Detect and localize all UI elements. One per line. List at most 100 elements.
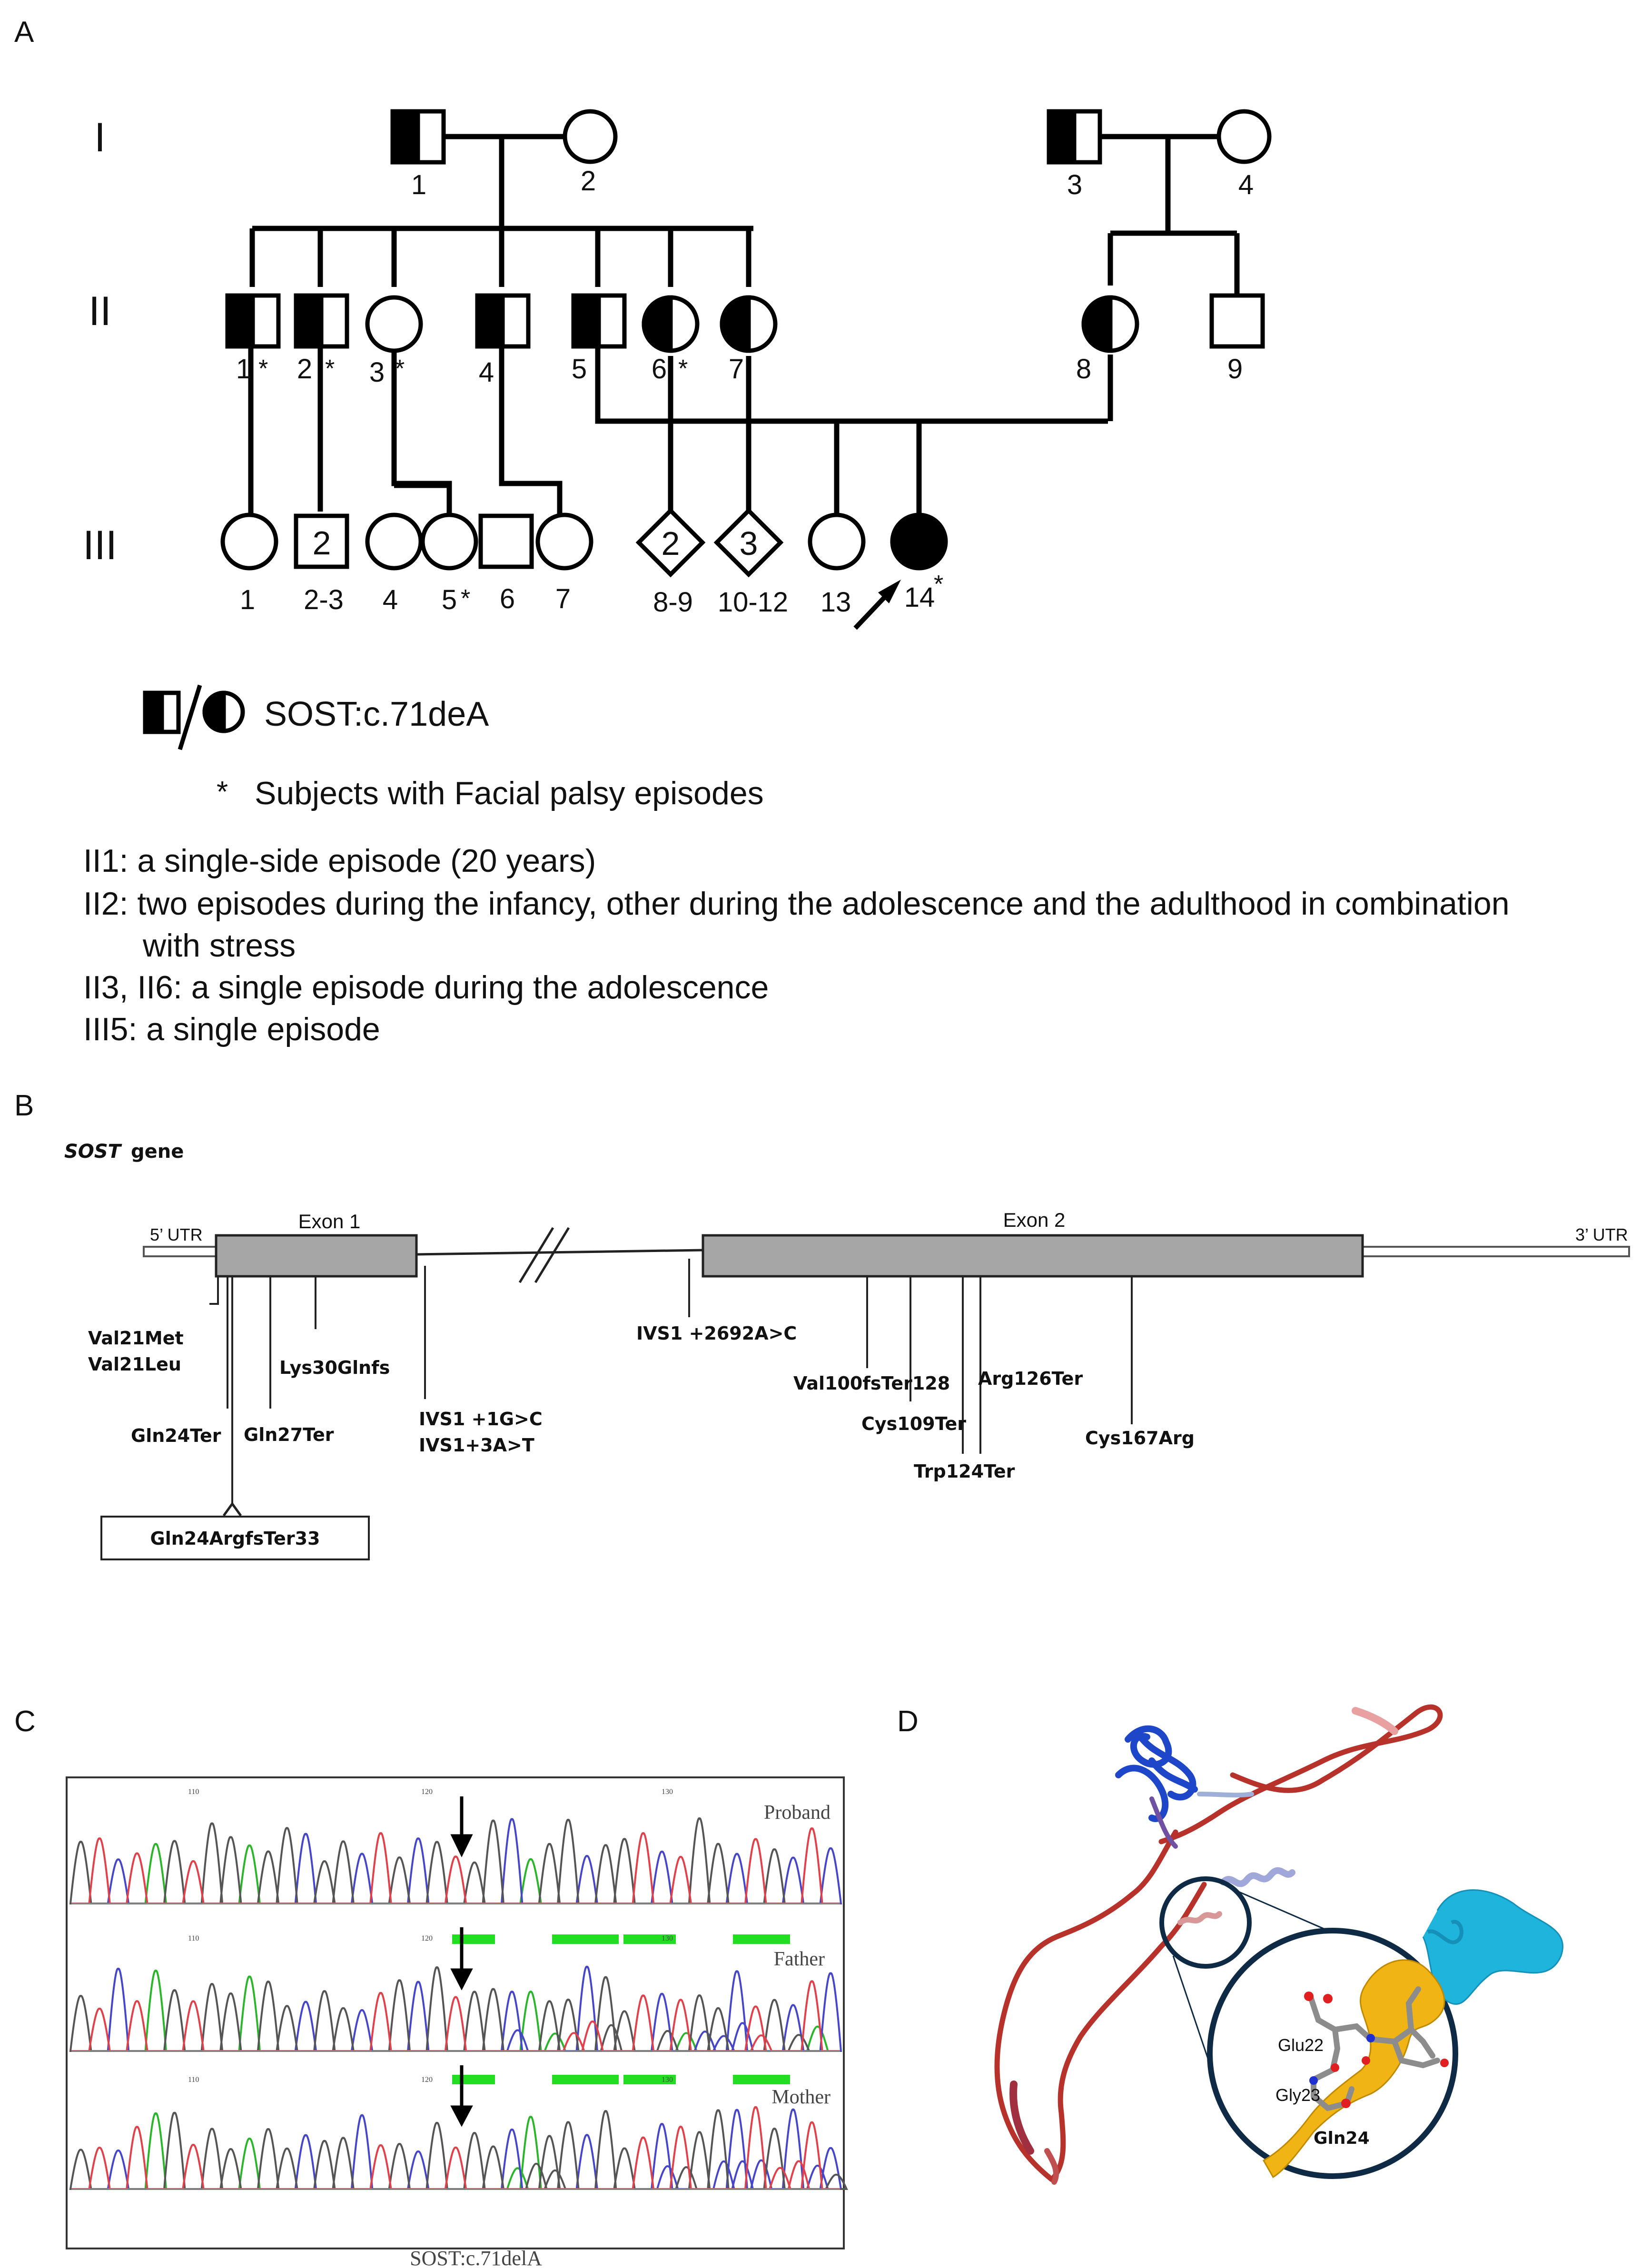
coil-upper-right [1158, 1704, 1443, 1844]
generation-label-3: III [83, 523, 117, 568]
utr5-bar [143, 1246, 217, 1257]
individual-I-3 [1047, 109, 1102, 165]
label-III-2-3: 2-3 [304, 584, 344, 615]
note-II3-II6: II3, II6: a single episode during the ad… [83, 969, 769, 1006]
coil-long-loop [994, 1829, 1207, 2182]
legend-facial-palsy-label: Subjects with Facial palsy episodes [255, 775, 764, 811]
track-label-mother: Mother [771, 2086, 830, 2108]
label-II-5: 5 [572, 354, 587, 385]
scale-ticks: 110 120 130 110 120 130 110 120 130 [188, 1788, 673, 2084]
label-III-7: 7 [555, 583, 571, 614]
tick-120-father: 120 [421, 1934, 433, 1943]
exon1-box [215, 1234, 418, 1278]
linker-light [1197, 1792, 1254, 1798]
count-in-III-10-12: 3 [740, 525, 758, 562]
boxed-mutation-arrowhead [222, 1501, 242, 1517]
trace-father-C [71, 1965, 842, 2052]
count-in-III-2-3: 2 [313, 524, 331, 562]
boxed-mutation-frame [100, 1516, 370, 1560]
note-II2-continued: with stress [142, 927, 296, 964]
individual-III-13 [808, 513, 866, 571]
label-II-1: 1 [236, 354, 251, 385]
exon2-box [702, 1234, 1364, 1278]
label-II-2: 2 [297, 354, 312, 385]
mutation-val100fster128: Val100fsTer128 [793, 1373, 950, 1394]
legend-slash [178, 684, 202, 750]
call-highlight-father-1 [552, 1934, 619, 1944]
legend-half-square [143, 690, 181, 734]
trace-mother-A [71, 2112, 840, 2190]
tick-110-mother: 110 [188, 2076, 199, 2084]
label-II-9: 9 [1227, 354, 1243, 385]
label-III-5: 5 [442, 584, 457, 615]
individual-III-7 [535, 513, 593, 571]
strand-upper-right [1352, 1707, 1398, 1735]
mutation-ivs1-2692ac: IVS1 +2692A>C [636, 1323, 797, 1344]
label-III-14: 14 [904, 582, 935, 613]
selection-circle [1159, 1876, 1252, 1969]
individual-III-8-9 [635, 507, 706, 578]
trace-proband-C [71, 1818, 842, 1904]
gene-map: 5’ UTR 3’ UTR Exon 1 Exon 2 [143, 1209, 1630, 1283]
generation-labels: I II III [83, 115, 117, 568]
helix-cyan [1422, 1889, 1563, 2005]
chromatogram-caption: SOST:c.71delA [410, 2247, 542, 2268]
individual-III-14-proband [890, 513, 948, 571]
label-II-6: 6 [652, 354, 667, 385]
pedigree-lines [248, 134, 1240, 515]
individual-II-5 [571, 293, 627, 349]
pedigree-legend: SOST:c.71deA * Subjects with Facial pals… [143, 684, 764, 811]
panel-label-a: A [14, 16, 34, 49]
call-highlight-father-2 [623, 1934, 676, 1944]
tick-110-father: 110 [188, 1934, 199, 1943]
label-I-3: 3 [1067, 169, 1082, 200]
mutation-trp124ter: Trp124Ter [914, 1461, 1015, 1482]
residue-gln24: Gln24 [1314, 2129, 1370, 2148]
label-I-4: 4 [1238, 169, 1254, 200]
individual-II-2 [294, 293, 349, 349]
note-II2: II2: two episodes during the infancy, ot… [83, 886, 1510, 922]
chromatogram-tracks [69, 1817, 848, 2190]
tick-110-proband: 110 [188, 1788, 199, 1796]
label-III-8-9: 8-9 [653, 587, 693, 618]
asterisk-II-1: * [258, 355, 268, 383]
track-label-father: Father [774, 1948, 825, 1970]
strand-tip [1044, 2148, 1059, 2185]
boxed-mutation-label: Gln24ArgfsTer33 [150, 1528, 320, 1549]
facial-palsy-asterisks: * * * * * * [258, 355, 943, 612]
zoom-inset: Glu22 Gly23 Gln24 [1207, 1889, 1563, 2179]
label-II-7: 7 [729, 354, 744, 385]
proband-arrow [853, 580, 901, 630]
panel-label-d: D [897, 1705, 919, 1738]
individual-I-4 [1216, 109, 1272, 164]
individual-II-1 [225, 293, 281, 349]
tick-130-proband: 130 [662, 1788, 673, 1796]
mutation-val21leu: Val21Leu [88, 1354, 181, 1375]
label-II-8: 8 [1076, 354, 1091, 385]
label-II-4: 4 [479, 357, 494, 388]
panel-label-c: C [14, 1705, 36, 1738]
mutation-lys30glnfs: Lys30Glnfs [279, 1357, 390, 1378]
residue-nitrogens [1309, 2034, 1375, 2085]
label-III-13: 13 [820, 587, 851, 618]
call-highlight-father-3 [733, 1934, 790, 1944]
trace-proband-A [71, 1843, 840, 1904]
tick-130-father: 130 [662, 1934, 673, 1943]
generation-label-1: I [94, 115, 106, 160]
label-I-1: 1 [411, 169, 426, 200]
mutation-ivs1-3at: IVS1+3A>T [419, 1435, 534, 1456]
mutation-gln24ter: Gln24Ter [131, 1425, 221, 1446]
trace-mother-G [69, 2109, 848, 2190]
exon2-label: Exon 2 [1003, 1209, 1066, 1231]
note-II1: II1: a single-side episode (20 years) [83, 843, 596, 879]
asterisk-III-14: * [934, 571, 943, 598]
asterisk-II-2: * [325, 355, 335, 383]
strand-yellow [1262, 1959, 1445, 2179]
selected-segment [1177, 1911, 1222, 1925]
pedigree-symbols [220, 109, 1272, 578]
label-III-6: 6 [500, 583, 515, 614]
utr3-label: 3’ UTR [1575, 1225, 1628, 1244]
count-in-III-8-9: 2 [662, 525, 680, 562]
